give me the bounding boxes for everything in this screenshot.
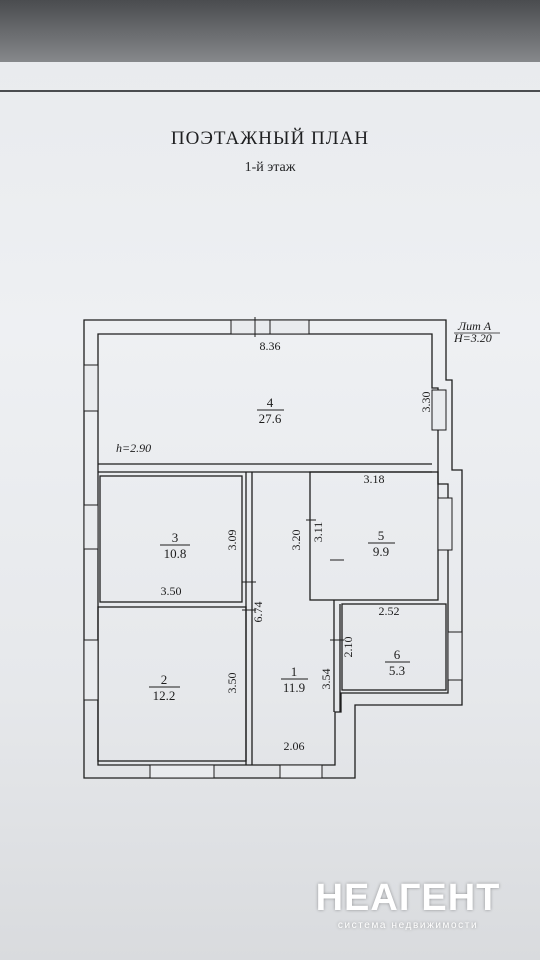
window-left-mid (83, 504, 99, 550)
room4-bottom-wall (98, 463, 432, 473)
room2-outline (97, 606, 247, 762)
room5-outline (309, 471, 439, 601)
room5-number: 5 (378, 528, 385, 543)
window-left-bottom (83, 639, 99, 701)
window-bottom-left (149, 764, 215, 779)
dim-room6-width: 2.52 (379, 604, 400, 618)
room6-number: 6 (394, 647, 401, 662)
dim-room6-height: 2.10 (341, 637, 355, 658)
room5-area: 9.9 (373, 544, 389, 559)
dim-room4-depth: 3.30 (419, 392, 433, 413)
dim-corridor-width: 2.06 (284, 739, 305, 753)
dim-top-width: 8.36 (260, 339, 281, 353)
room6-area: 5.3 (389, 663, 405, 678)
floor-label: 1-й этаж (244, 160, 296, 175)
dim-room2-height: 3.50 (225, 673, 239, 694)
building-liter: Лит А (457, 319, 492, 333)
window-bottom-right (279, 764, 323, 779)
room4-number: 4 (267, 395, 274, 410)
outer-wall-outline (83, 319, 463, 779)
dim-room5-height: 3.11 (311, 522, 325, 543)
window-left-top (83, 364, 99, 412)
background-top-edge (0, 0, 540, 62)
room2-area: 12.2 (153, 688, 176, 703)
door-marks (242, 519, 344, 641)
window-right-bottom (447, 631, 463, 681)
dim-room1-depth: 3.20 (289, 530, 303, 551)
plan-title: ПОЭТАЖНЫЙ ПЛАН (170, 128, 370, 149)
dim-corridor-length: 6.74 (251, 602, 265, 623)
watermark-tagline: система недвижимости (337, 920, 479, 931)
building-height: Н=3.20 (453, 331, 492, 345)
dim-room1-height: 3.54 (319, 669, 333, 690)
room1-number: 1 (291, 664, 298, 679)
room3-area: 10.8 (164, 546, 187, 561)
inner-wall-outline (97, 333, 449, 766)
room6-outline (341, 603, 447, 691)
room1-area: 11.9 (283, 680, 305, 695)
room4-area: 27.6 (259, 411, 282, 426)
corridor-left-wall (245, 472, 253, 765)
dim-room3-width: 3.50 (161, 584, 182, 598)
room-height-label: h=2.90 (116, 441, 151, 455)
room3-outline (99, 475, 243, 603)
window-right-mid (437, 497, 453, 551)
room3-number: 3 (172, 530, 179, 545)
corridor-right-wall (333, 600, 341, 712)
window-right-top (431, 389, 447, 431)
sheet-border-line (0, 90, 540, 92)
dim-room3-height: 3.09 (225, 530, 239, 551)
room2-number: 2 (161, 672, 168, 687)
dim-room5-width: 3.18 (364, 472, 385, 486)
window-top-mullion (254, 317, 271, 337)
watermark-logo: НЕАГЕНТ система недвижимости (308, 878, 508, 931)
watermark-name: НЕАГЕНТ (315, 877, 501, 919)
